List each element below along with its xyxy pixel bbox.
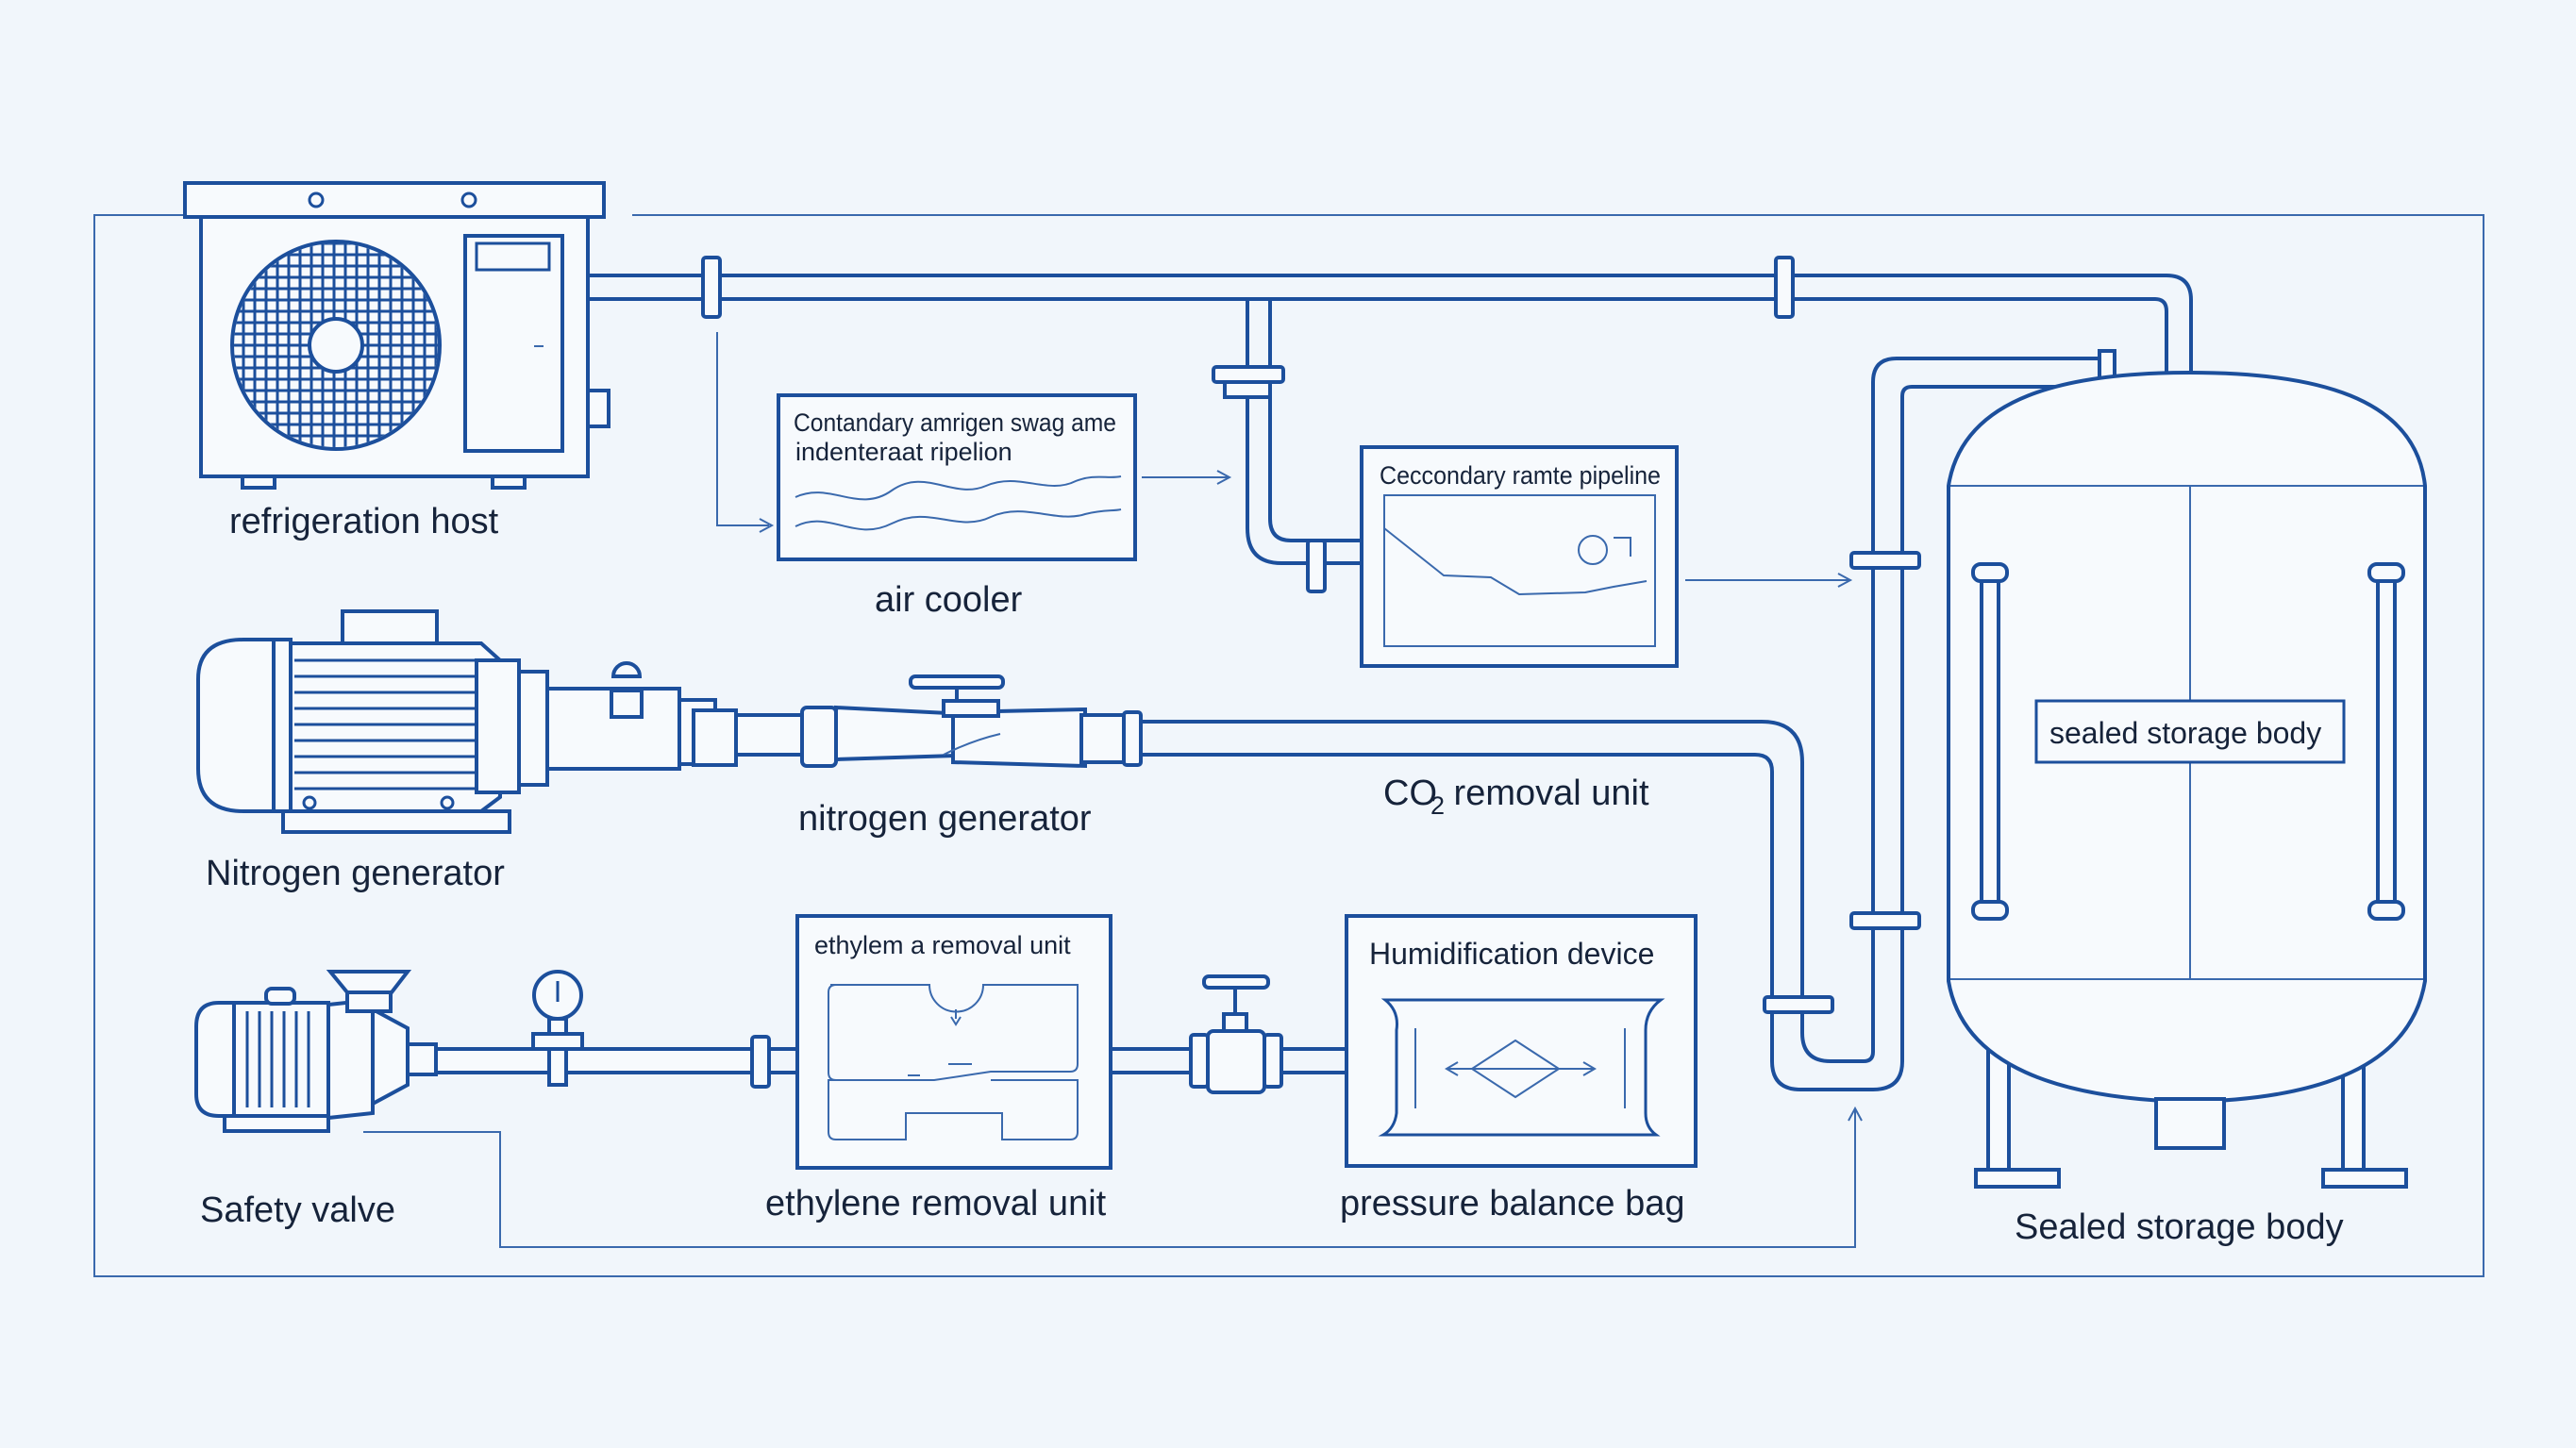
pipeline-panel: Ceccondary ramte pipeline xyxy=(1360,445,1679,668)
co2-subscript: 2 xyxy=(1430,791,1445,820)
nitrogen-generator-motor xyxy=(196,609,838,834)
pump-fins xyxy=(245,1011,310,1107)
sealed-storage-body-tag: sealed storage body xyxy=(2049,716,2321,750)
top-pipeline xyxy=(586,256,2193,593)
ethylene-removal-unit-label: ethylene removal unit xyxy=(765,1184,1107,1223)
outer-frame xyxy=(93,214,2484,1277)
nitrogen-generator-valve xyxy=(834,674,1143,769)
refrigeration-host-unit xyxy=(183,181,611,490)
motor-fins xyxy=(294,658,477,791)
humidification-device: Humidification device xyxy=(1345,914,1698,1168)
co2-removal-unit-label: CO xyxy=(1383,774,1437,813)
co2-removal-unit-label-suffix: removal unit xyxy=(1444,774,1649,813)
air-cooler-panel-line1: Contandary amrigen swag ame xyxy=(794,408,1116,437)
nitrogen-generator-left-label: Nitrogen generator xyxy=(206,854,505,893)
humidifier-inlet-valve xyxy=(1109,974,1351,1094)
ethylene-panel-title: ethylem a removal unit xyxy=(814,931,1071,959)
humidification-device-label: Humidification device xyxy=(1369,937,1654,971)
sealed-storage-tank xyxy=(1947,370,2427,1189)
sealed-storage-body-label: Sealed storage body xyxy=(2015,1207,2344,1247)
air-cooler-label: air cooler xyxy=(875,580,1023,620)
refrigeration-host-label: refrigeration host xyxy=(229,502,499,541)
pressure-balance-bag-label: pressure balance bag xyxy=(1340,1184,1684,1223)
ethylene-removal-unit: ethylem a removal unit xyxy=(795,914,1112,1170)
pipeline-panel-label: Ceccondary ramte pipeline xyxy=(1380,461,1661,490)
safety-valve-pump xyxy=(194,970,799,1133)
air-cooler-panel: Contandary amrigen swag ame indenteraat … xyxy=(777,393,1137,561)
nitrogen-generator-label: nitrogen generator xyxy=(798,799,1092,839)
safety-valve-label: Safety valve xyxy=(200,1190,395,1230)
signal-connectors xyxy=(363,332,1863,1248)
air-cooler-panel-line2: indenteraat ripelion xyxy=(795,438,1012,466)
